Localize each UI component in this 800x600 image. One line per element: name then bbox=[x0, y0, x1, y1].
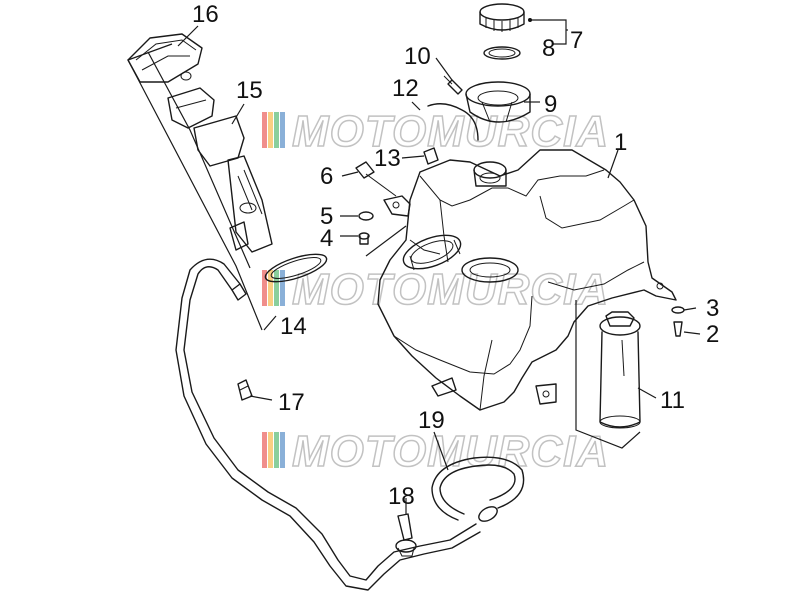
part-11-fuel-level-sender bbox=[599, 311, 641, 429]
part-12-drain-tube bbox=[427, 103, 479, 141]
callout-18: 18 bbox=[388, 483, 415, 510]
callout-7: 7 bbox=[570, 27, 583, 54]
part-13-clip bbox=[423, 147, 439, 165]
part-8-cap-gasket bbox=[483, 46, 521, 60]
part-9-filler-funnel bbox=[465, 81, 531, 123]
part-1-fuel-tank bbox=[377, 149, 677, 411]
part-17-hose-clamp bbox=[237, 379, 253, 401]
callout-10: 10 bbox=[404, 43, 431, 70]
callout-4: 4 bbox=[320, 225, 333, 252]
part-5-washer bbox=[358, 211, 374, 221]
callout-19: 19 bbox=[418, 407, 445, 434]
callout-3: 3 bbox=[706, 295, 719, 322]
part-19-hose bbox=[431, 456, 525, 522]
part-14-pump-gasket bbox=[264, 253, 328, 283]
callout-12: 12 bbox=[392, 75, 419, 102]
watermark-text: MOTOMURCIA bbox=[292, 427, 609, 476]
part-16-pump-lock-ring bbox=[127, 33, 203, 83]
callout-17: 17 bbox=[278, 389, 305, 416]
part-15-fuel-pump bbox=[167, 87, 273, 253]
watermark-top: MOTOMURCIA bbox=[262, 106, 609, 157]
part-3-washer bbox=[671, 306, 685, 314]
watermark-middle: MOTOMURCIA bbox=[262, 264, 609, 315]
callout-9: 9 bbox=[544, 91, 557, 118]
part-6-bracket bbox=[355, 161, 397, 197]
watermark-text: MOTOMURCIA bbox=[292, 107, 609, 156]
callout-2: 2 bbox=[706, 321, 719, 348]
part-2-screw bbox=[673, 321, 683, 337]
callout-13: 13 bbox=[374, 145, 401, 172]
callout-1: 1 bbox=[614, 129, 627, 156]
leader-dot bbox=[528, 18, 532, 22]
callout-11: 11 bbox=[660, 387, 685, 414]
callout-5: 5 bbox=[320, 203, 333, 230]
part-18-valve bbox=[395, 513, 417, 557]
callout-labels: 16 15 7 8 9 10 12 13 6 5 4 1 3 2 11 14 1… bbox=[192, 1, 719, 510]
part-10-screw bbox=[443, 75, 463, 95]
callout-8: 8 bbox=[542, 35, 555, 62]
callout-6: 6 bbox=[320, 163, 333, 190]
callout-14: 14 bbox=[280, 313, 307, 340]
callout-15: 15 bbox=[236, 77, 263, 104]
leader-lines bbox=[127, 19, 701, 514]
callout-16: 16 bbox=[192, 1, 219, 28]
watermark-text: MOTOMURCIA bbox=[292, 265, 609, 314]
watermark-bottom: MOTOMURCIA bbox=[262, 426, 609, 477]
vent-hose bbox=[175, 258, 481, 591]
part-7-filler-cap bbox=[479, 3, 525, 32]
part-4-bolt bbox=[358, 232, 370, 245]
